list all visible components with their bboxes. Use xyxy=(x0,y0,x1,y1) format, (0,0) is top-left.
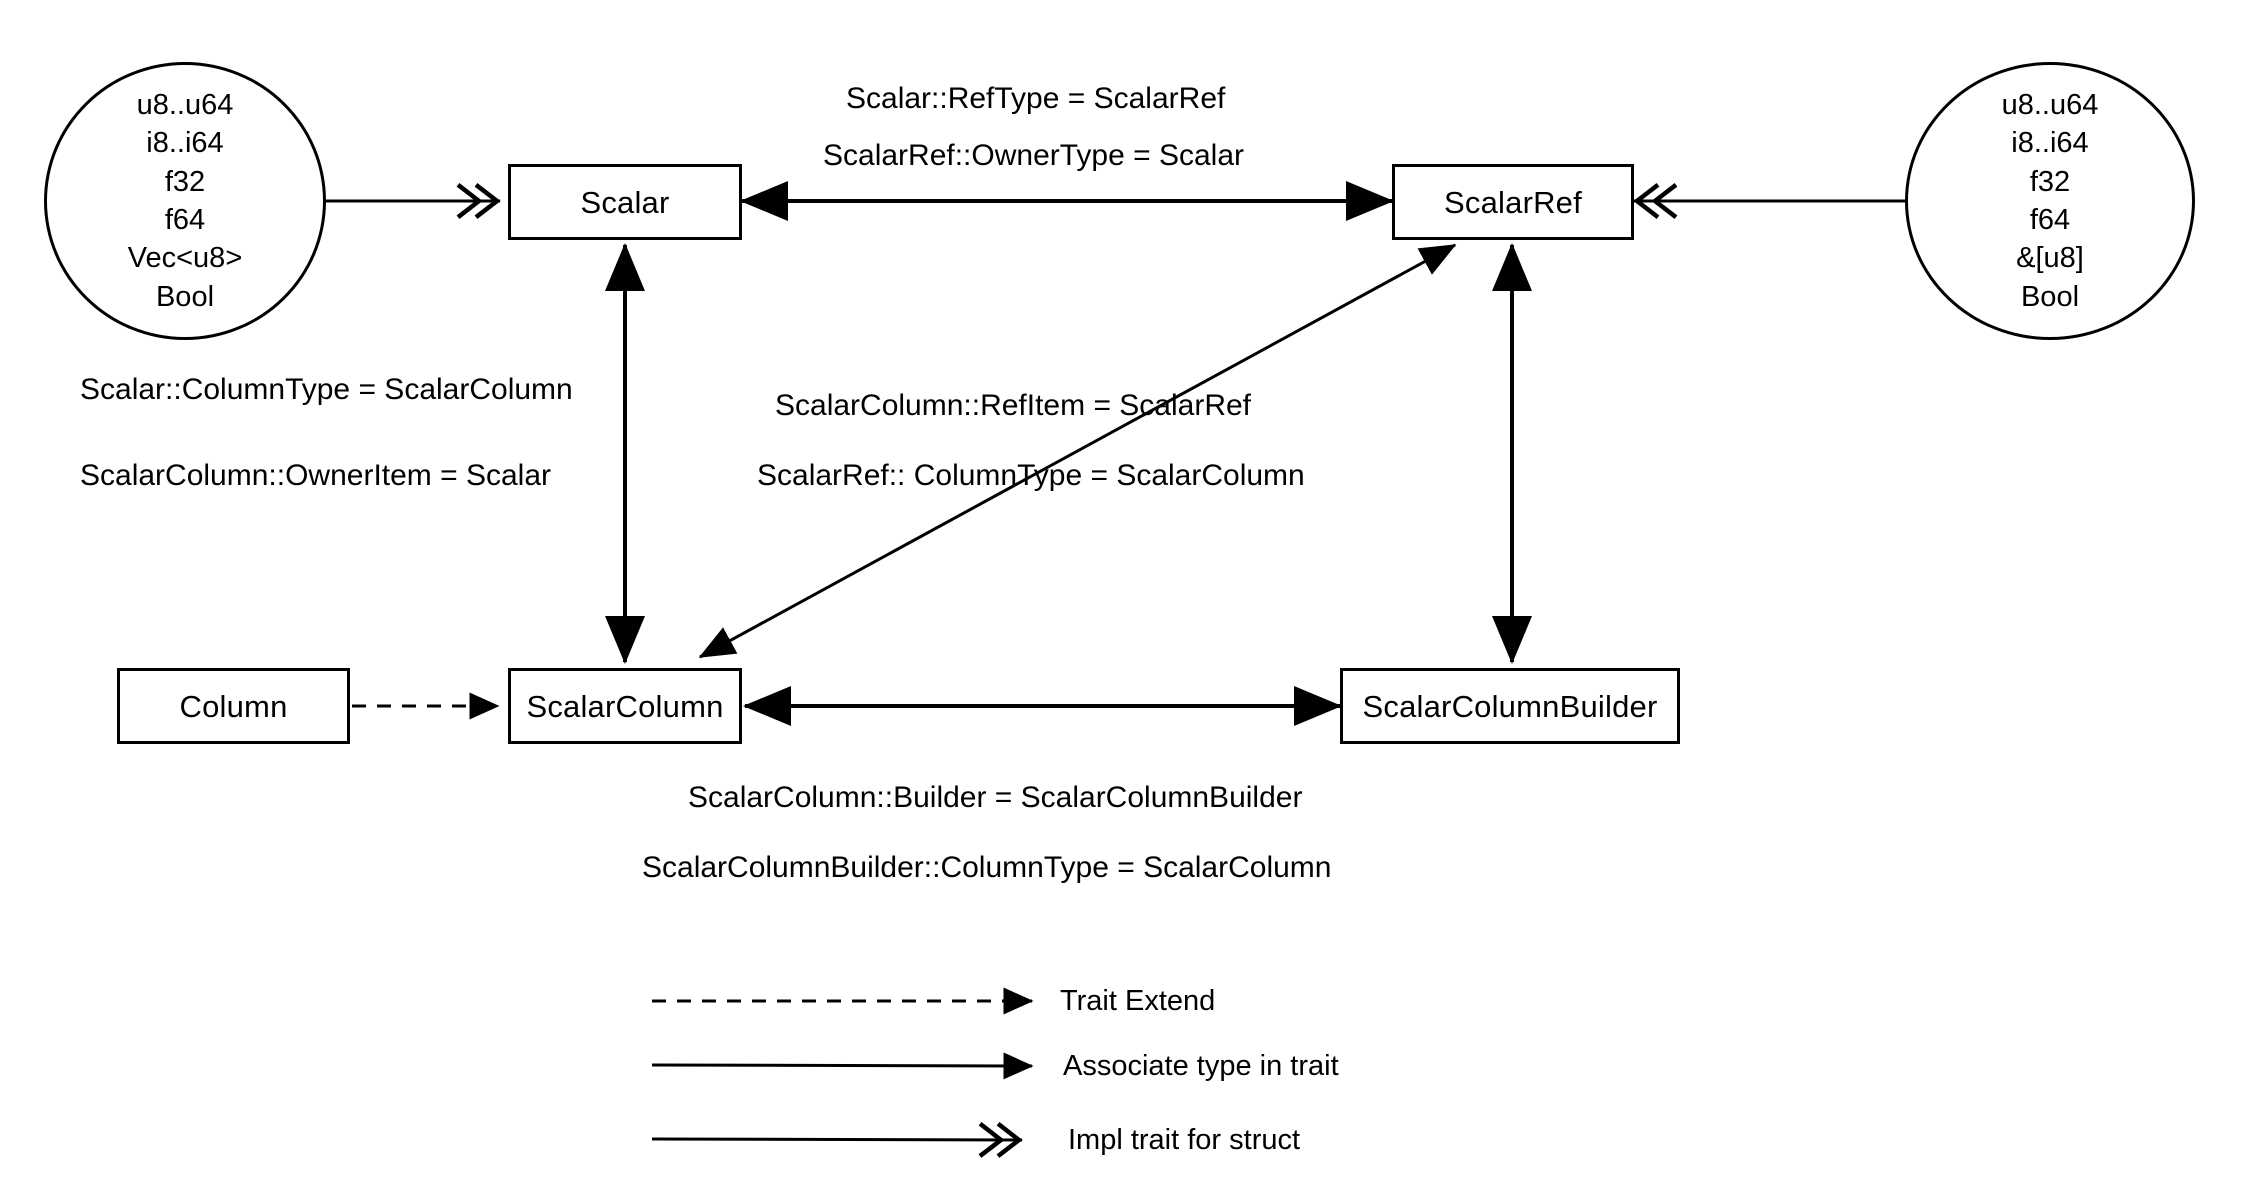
edge-scalarcolumn-scalarref xyxy=(698,243,1457,659)
node-scalar-owned-types: u8..u64 i8..i64 f32 f64 Vec<u8> Bool xyxy=(44,62,326,340)
legend-sample-impl-trait xyxy=(651,1121,1023,1158)
edge-label-scalarref-ownertype: ScalarRef::OwnerType = Scalar xyxy=(823,139,1245,172)
legend-label-impl-trait: Impl trait for struct xyxy=(1068,1124,1301,1156)
legend-sample-associate-type xyxy=(651,1052,1034,1080)
scalarref-type-line: f32 xyxy=(2029,165,2071,198)
scalar-type-line: u8..u64 xyxy=(136,89,234,122)
scalarref-type-line: Bool xyxy=(2020,280,2080,313)
edge-label-scalar-columntype: Scalar::ColumnType = ScalarColumn xyxy=(80,373,573,406)
scalarref-type-line: i8..i64 xyxy=(2011,127,2089,160)
node-scalar-column-builder[interactable]: ScalarColumnBuilder xyxy=(1340,668,1680,744)
scalar-type-line: i8..i64 xyxy=(146,127,224,160)
edge-label-scalarcolumn-owneritem: ScalarColumn::OwnerItem = Scalar xyxy=(80,459,552,492)
node-scalar[interactable]: Scalar xyxy=(508,164,742,240)
scalarref-type-line: &[u8] xyxy=(2016,242,2084,275)
node-scalarref-types: u8..u64 i8..i64 f32 f64 &[u8] Bool xyxy=(1905,62,2195,340)
scalar-type-line: f64 xyxy=(164,204,206,236)
legend-label-associate-type: Associate type in trait xyxy=(1063,1050,1339,1082)
edge-label-scalarref-columntype: ScalarRef:: ColumnType = ScalarColumn xyxy=(757,459,1305,492)
scalar-type-line: Bool xyxy=(155,280,215,313)
node-scalar-ref[interactable]: ScalarRef xyxy=(1392,164,1634,240)
scalarref-type-line: u8..u64 xyxy=(2001,89,2099,122)
scalar-type-line: Vec<u8> xyxy=(127,242,243,275)
legend-label-trait-extend: Trait Extend xyxy=(1060,985,1216,1017)
scalarref-type-line: f64 xyxy=(2029,204,2071,236)
edge-label-scalarcolumn-builder: ScalarColumn::Builder = ScalarColumnBuil… xyxy=(688,781,1303,814)
node-scalar-column[interactable]: ScalarColumn xyxy=(508,668,742,744)
edge-label-scalarcolumnbuilder-columntype: ScalarColumnBuilder::ColumnType = Scalar… xyxy=(642,851,1332,884)
scalar-type-line: f32 xyxy=(164,165,206,198)
node-column[interactable]: Column xyxy=(117,668,350,744)
edge-label-scalarcolumn-refitem: ScalarColumn::RefItem = ScalarRef xyxy=(775,389,1252,422)
edge-label-scalar-reftype: Scalar::RefType = ScalarRef xyxy=(846,82,1226,115)
